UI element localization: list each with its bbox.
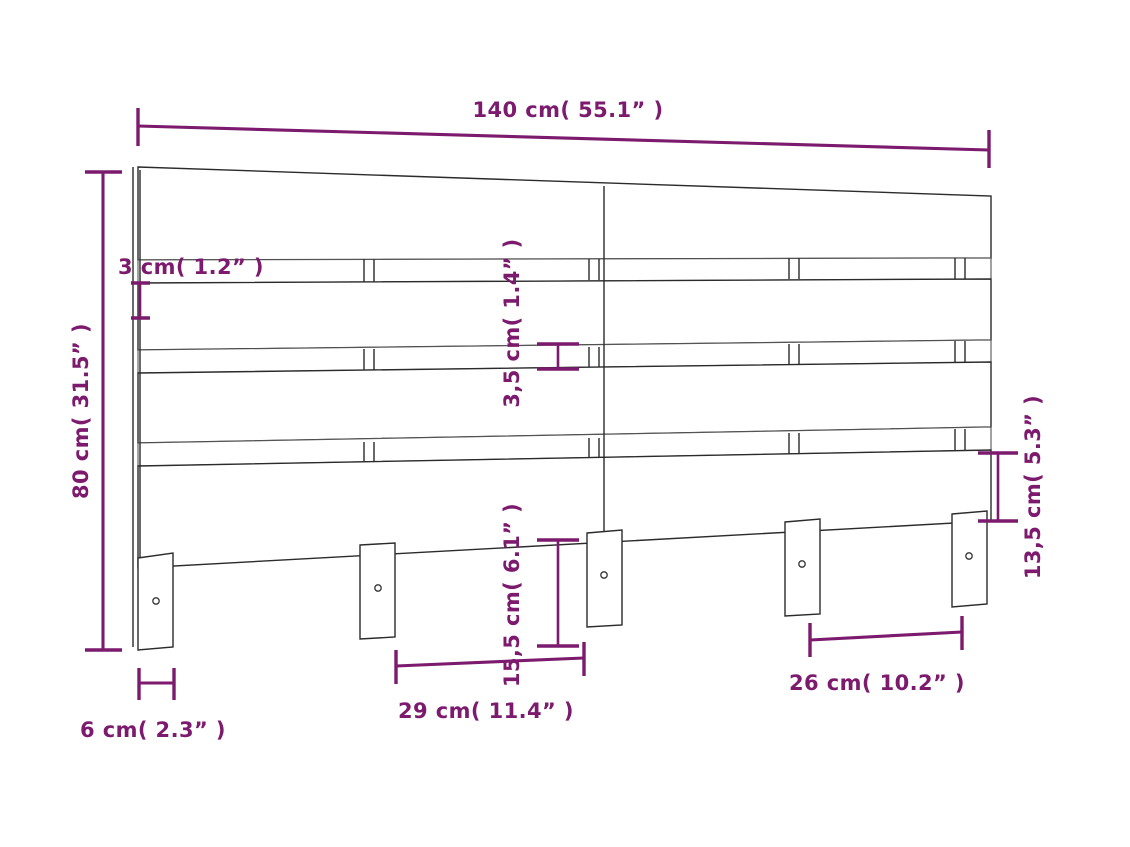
screw-hole (152, 597, 160, 605)
leg-3 (586, 529, 623, 628)
dimension-leg-spacing-left: 29 cm( 11.4” ) (394, 642, 586, 723)
panel-2 (137, 278, 992, 351)
leg-1 (137, 552, 174, 651)
label-leg-spacing-left: 29 cm( 11.4” ) (398, 699, 574, 723)
screw-hole (965, 552, 973, 560)
panel-top (137, 166, 992, 261)
dimension-leg-inset-right: 13,5 cm( 5.3” ) (978, 395, 1045, 579)
dimension-total-width: 140 cm( 55.1” ) (136, 98, 991, 168)
headboard-assembly (132, 166, 992, 651)
label-slat-height: 3,5 cm( 1.4” ) (500, 238, 524, 407)
dimension-leg-spacing-right: 26 cm( 10.2” ) (789, 616, 965, 695)
leg-4 (784, 518, 821, 617)
label-total-height: 80 cm( 31.5” ) (69, 323, 93, 499)
leg-5 (951, 510, 988, 608)
dimension-leg-width: 6 cm( 2.3” ) (80, 668, 226, 742)
dimension-slat-height: 3,5 cm( 1.4” ) (500, 238, 579, 408)
panel-4 (137, 449, 992, 569)
dimension-slat-thickness: 3 cm( 1.2” ) (118, 255, 264, 320)
dimension-gap-height: 15,5 cm( 6.1” ) (500, 503, 579, 687)
label-leg-spacing-right: 26 cm( 10.2” ) (789, 671, 965, 695)
screw-hole (798, 560, 806, 568)
leg-2 (359, 542, 396, 640)
dimension-total-height: 80 cm( 31.5” ) (69, 170, 122, 652)
screw-hole (374, 584, 382, 592)
label-leg-inset-right: 13,5 cm( 5.3” ) (1021, 395, 1045, 579)
label-leg-width: 6 cm( 2.3” ) (80, 718, 226, 742)
label-slat-thickness: 3 cm( 1.2” ) (118, 255, 264, 279)
screw-hole (600, 571, 608, 579)
label-total-width: 140 cm( 55.1” ) (473, 98, 664, 122)
label-gap-height: 15,5 cm( 6.1” ) (500, 503, 524, 687)
